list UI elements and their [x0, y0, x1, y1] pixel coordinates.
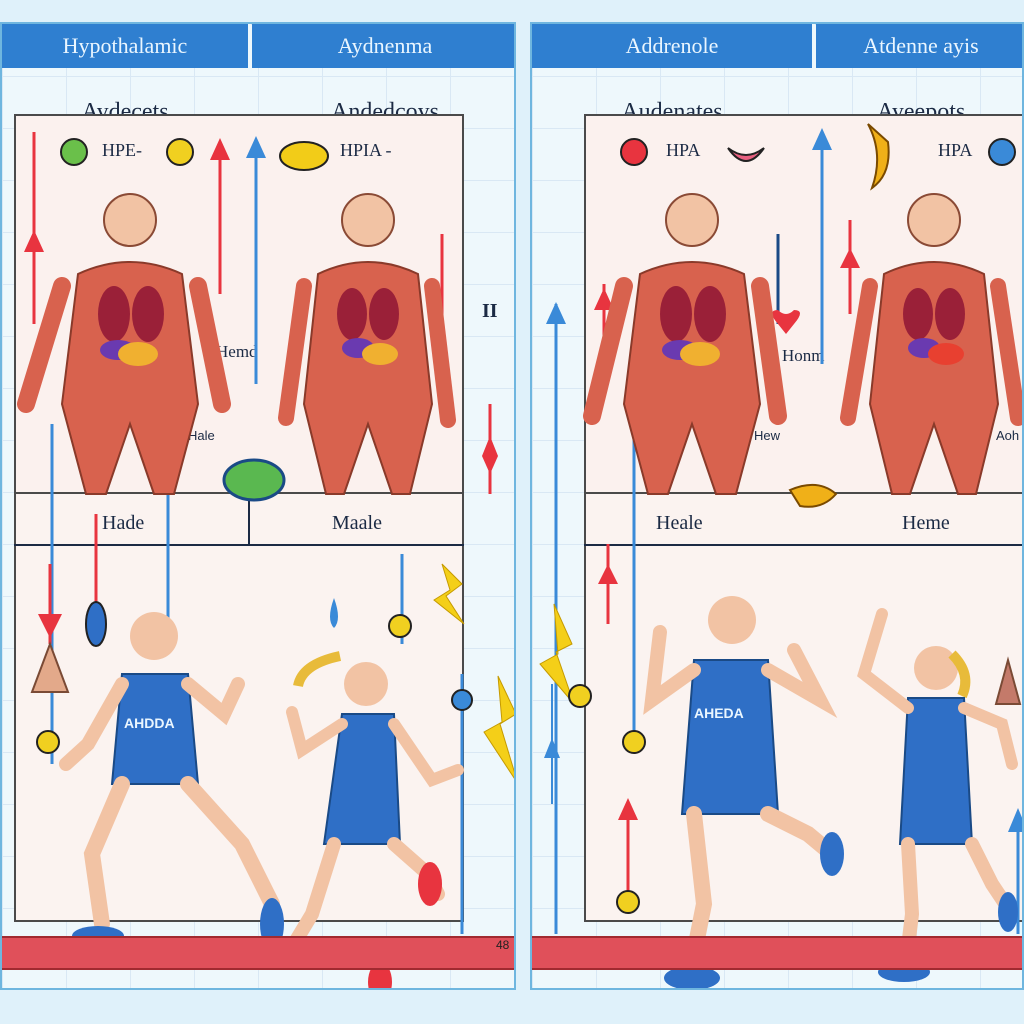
- brown-gland-icon: [994, 656, 1022, 705]
- yellow-hormone-icon: [166, 138, 194, 166]
- male-runner-figure: AHDDA: [59, 612, 284, 950]
- right-arrows: [539, 128, 1022, 934]
- left-badge-a: HPE-: [102, 140, 142, 160]
- red-heart-icon: [772, 310, 800, 334]
- left-header-right: Aydnenma: [252, 24, 514, 68]
- page-number: 48: [496, 938, 510, 952]
- right-row2-left-label: Heale: [656, 512, 703, 534]
- blue-capsule-icon: [85, 601, 107, 647]
- right-badge-b: HPA: [938, 140, 973, 160]
- up-arrow-icon: [246, 136, 266, 158]
- lightning-icon: [433, 563, 465, 625]
- female-runner-figure: [857, 608, 1018, 982]
- right-badges: [620, 123, 1016, 191]
- left-arrows: [24, 132, 514, 934]
- up-arrow-icon: [544, 738, 560, 758]
- left-small-label: Hale: [188, 428, 215, 443]
- right-runners: AHEDA: [643, 596, 1018, 988]
- up-arrow-icon: [618, 798, 638, 820]
- right-track: [532, 936, 1022, 970]
- yellow-hormone-icon: [622, 730, 646, 754]
- right-badge-a: HPA: [666, 140, 701, 160]
- up-arrow-icon: [24, 230, 44, 252]
- green-organ-icon: [222, 458, 286, 502]
- yellow-gland-icon: [788, 483, 838, 508]
- yellow-hormone-icon: [388, 614, 412, 638]
- green-hormone-icon: [60, 138, 88, 166]
- left-runners: AHDDA: [59, 612, 464, 988]
- left-badge-b: HPIA -: [340, 140, 392, 160]
- left-anatomy-figures: [17, 193, 456, 495]
- blue-drop-icon: [330, 598, 338, 628]
- yellow-hormone-icon: [616, 890, 640, 914]
- left-track: [2, 936, 514, 970]
- up-arrow-icon: [598, 564, 618, 584]
- left-badges: [60, 138, 329, 171]
- female-anatomy-figure: [840, 193, 1022, 495]
- left-panel: Hypothalamic Aydnenma Aydecets Andedcoys…: [0, 22, 516, 990]
- red-hormone-icon: [620, 138, 648, 166]
- brown-gland-icon: [30, 641, 70, 693]
- left-header-left: Hypothalamic: [2, 24, 251, 68]
- male-anatomy-figure: [17, 193, 231, 495]
- up-arrow-icon: [210, 138, 230, 160]
- down-arrow-icon: [38, 614, 62, 638]
- right-small-label: Hew: [754, 428, 781, 443]
- left-row2-left-label: Hade: [102, 512, 145, 534]
- male-anatomy-figure: [583, 193, 787, 495]
- left-row2-right-label: Maale: [332, 512, 382, 534]
- up-arrow-icon: [1008, 808, 1022, 832]
- right-shirt-text: AHEDA: [694, 705, 744, 721]
- left-col-divider: [248, 494, 250, 544]
- female-runner-figure: [281, 651, 464, 988]
- right-row-divider: [584, 544, 1022, 546]
- right-anatomy-figures: [583, 193, 1022, 495]
- up-arrow-icon: [594, 288, 614, 310]
- yellow-hormone-icon: [568, 684, 592, 708]
- right-header-left: Addrenole: [532, 24, 815, 68]
- up-arrow-icon: [546, 302, 566, 324]
- center-marker: II: [482, 300, 498, 322]
- yellow-hormone-icon: [36, 730, 60, 754]
- right-mid-label: Honm: [782, 346, 825, 365]
- right-header-right: Atdenne ayis: [816, 24, 1022, 68]
- red-drop-icon: [482, 436, 498, 474]
- blue-hormone-icon: [451, 689, 473, 711]
- yellow-organ-icon: [867, 123, 890, 191]
- lightning-icon: [483, 675, 514, 779]
- yellow-capsule-icon: [279, 141, 329, 171]
- right-row2-right-label: Heme: [902, 512, 950, 534]
- pink-gland-icon: [727, 147, 765, 162]
- blue-hormone-icon: [988, 138, 1016, 166]
- right-panel: Addrenole Atdenne ayis Audenates Ayeepot…: [530, 22, 1024, 990]
- up-arrow-icon: [840, 248, 860, 268]
- left-shirt-text: AHDDA: [124, 715, 175, 731]
- left-row-divider: [14, 544, 464, 546]
- female-anatomy-figure: [278, 193, 456, 495]
- left-mid-label: Hemd: [216, 342, 258, 361]
- up-arrow-icon: [812, 128, 832, 150]
- right-small-label-right: Aoh: [996, 428, 1020, 443]
- male-runner-figure: AHEDA: [643, 596, 844, 988]
